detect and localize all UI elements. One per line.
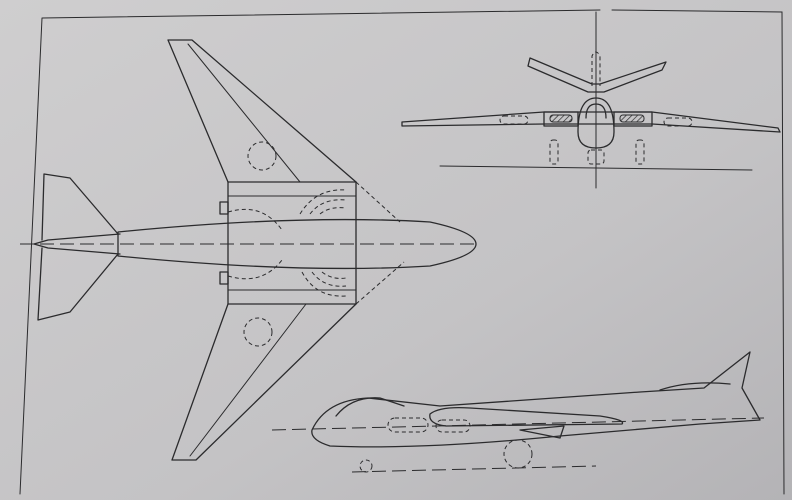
right-wing-pod-dashed	[663, 117, 693, 127]
page-border	[19, 9, 785, 495]
side-canopy	[335, 397, 405, 417]
front-fuselage	[577, 97, 615, 149]
side-intake-dashed	[387, 417, 429, 433]
front-fin-dashed	[591, 51, 601, 86]
front-canopy	[585, 103, 607, 119]
tail-cone	[33, 233, 121, 255]
front-ground-line	[439, 165, 753, 171]
side-main-wheel-dashed	[503, 439, 533, 469]
side-flap	[519, 425, 565, 439]
front-view	[401, 11, 781, 189]
upper-duct-arcs	[299, 189, 347, 215]
right-main-gear-dashed	[635, 139, 645, 165]
upper-wheel-dashed	[247, 141, 277, 171]
nose-gear-dashed	[587, 149, 605, 165]
side-fuselage	[311, 351, 761, 448]
lower-jetpipe-dashed	[227, 259, 283, 280]
front-tailplane	[527, 57, 667, 93]
upper-root-fairing	[219, 201, 229, 215]
side-ground-line	[351, 465, 597, 473]
plan-view	[20, 39, 480, 461]
lower-intake-dashed	[355, 261, 405, 305]
right-intake-hatch	[619, 114, 645, 123]
tailplane-lower	[37, 247, 119, 321]
side-datum-line	[271, 417, 765, 431]
left-intake-box	[543, 111, 579, 127]
upper-wing	[167, 39, 357, 183]
left-wing-pod-dashed	[499, 115, 529, 125]
lower-wing-flap-line	[189, 303, 307, 457]
side-pod-dashed	[435, 419, 471, 433]
tailplane-upper	[41, 173, 119, 241]
side-nose-wheel-dashed	[359, 459, 373, 473]
upper-jetpipe-dashed	[227, 208, 283, 231]
side-fin-fairing	[659, 382, 731, 391]
lower-wing	[171, 303, 357, 461]
right-intake-box	[613, 111, 653, 127]
lower-wheel-dashed	[243, 317, 273, 347]
plan-fuselage	[117, 218, 477, 270]
upper-wing-flap-line	[187, 43, 301, 183]
left-main-gear-dashed	[549, 139, 559, 165]
side-wing	[429, 406, 624, 427]
lower-duct-arcs	[301, 271, 347, 297]
upper-intake-dashed	[355, 181, 401, 223]
left-intake-hatch	[549, 114, 573, 123]
side-view	[271, 351, 765, 473]
lower-root-fairing	[219, 271, 229, 285]
